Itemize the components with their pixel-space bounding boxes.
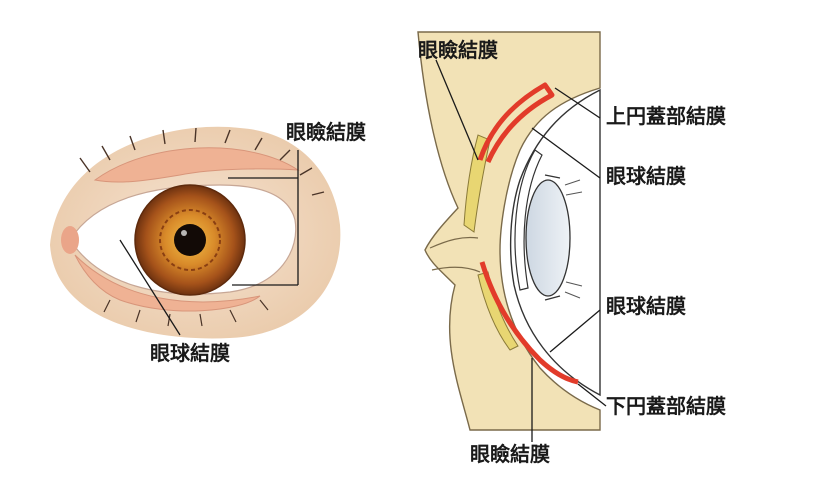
front-pupil-highlight <box>181 230 187 236</box>
front-lower-lid-fold <box>74 254 261 312</box>
section-cornea <box>514 149 543 291</box>
section-lens <box>525 179 571 297</box>
front-palpebral-label: 眼瞼結膜 <box>286 120 366 144</box>
front-palpebral-leader <box>228 150 299 286</box>
section-ciliary <box>564 179 583 299</box>
conjunctiva-lower <box>479 261 579 385</box>
section-palpebral-top-label: 眼瞼結膜 <box>418 38 498 62</box>
front-caruncle <box>61 226 79 254</box>
front-upper-lashes <box>79 127 325 196</box>
section-bulbar-upper-label: 眼球結膜 <box>606 164 686 188</box>
front-bulbar-label: 眼球結膜 <box>150 341 230 365</box>
cross-section-illustration <box>417 31 607 442</box>
front-bulbar-leader <box>119 239 181 336</box>
section-bulbar-lower-label: 眼球結膜 <box>606 294 686 318</box>
conjunctiva-upper <box>477 82 555 164</box>
upper-tarsal-plate <box>463 134 491 233</box>
section-lower-fornix-label: 下円蓋部結膜 <box>606 394 726 418</box>
front-pupil <box>174 224 206 256</box>
section-leader-bulbar-lower <box>549 309 601 353</box>
section-tissue <box>417 31 601 431</box>
front-eye-illustration <box>50 126 341 339</box>
front-upper-lid-fold <box>93 147 300 183</box>
front-lower-lashes <box>103 299 269 327</box>
front-iris-collarette <box>159 209 221 271</box>
section-leader-upper-fornix <box>554 87 601 119</box>
section-palpebral-bottom-label: 眼瞼結膜 <box>470 442 550 466</box>
section-leader-bulbar-upper <box>531 127 601 179</box>
section-upper-fornix-label: 上円蓋部結膜 <box>606 104 726 128</box>
section-lid-wrinkles <box>429 236 481 273</box>
section-leader-lower-fornix <box>577 383 607 407</box>
section-iris <box>544 174 561 301</box>
section-leader-palpebral-top <box>435 59 479 161</box>
